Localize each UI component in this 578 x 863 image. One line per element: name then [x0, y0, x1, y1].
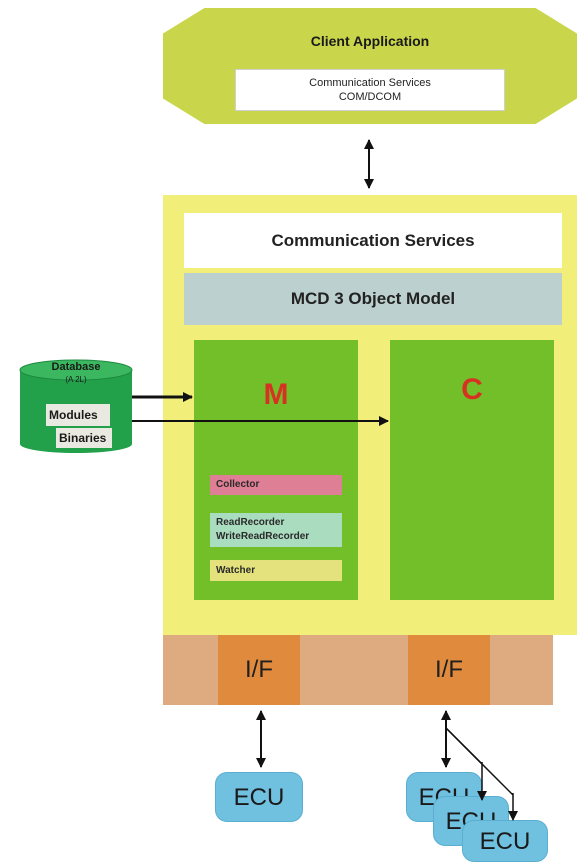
if-right-branch-2: [445, 727, 514, 796]
database-title: Database: [51, 361, 101, 373]
client-application-title: Client Application: [310, 33, 430, 49]
ecu-single: ECU: [215, 772, 303, 822]
read-recorder-label: ReadRecorder: [216, 517, 285, 528]
communication-services-layer: Communication Services: [184, 213, 562, 268]
database-subtitle: (A 2L): [65, 375, 87, 384]
watcher-box: Watcher: [210, 560, 342, 581]
client-communication-services-box: Communication Services COM/DCOM: [235, 69, 505, 111]
client-services-line1: Communication Services: [309, 77, 431, 89]
recorder-box: ReadRecorder WriteReadRecorder: [210, 513, 342, 547]
interface-right: I/F: [408, 635, 490, 705]
c-letter: C: [461, 373, 483, 406]
modules-box: Modules: [46, 404, 110, 426]
m-panel: [194, 340, 358, 600]
c-panel: [390, 340, 554, 600]
m-letter: M: [263, 378, 289, 411]
object-model-layer: MCD 3 Object Model: [184, 273, 562, 325]
interface-left: I/F: [218, 635, 300, 705]
collector-box: Collector: [210, 475, 342, 495]
binaries-box: Binaries: [56, 428, 112, 448]
write-read-recorder-label: WriteReadRecorder: [216, 531, 310, 542]
ecu-stack-3: ECU: [462, 820, 548, 862]
client-services-line2: COM/DCOM: [338, 91, 402, 103]
